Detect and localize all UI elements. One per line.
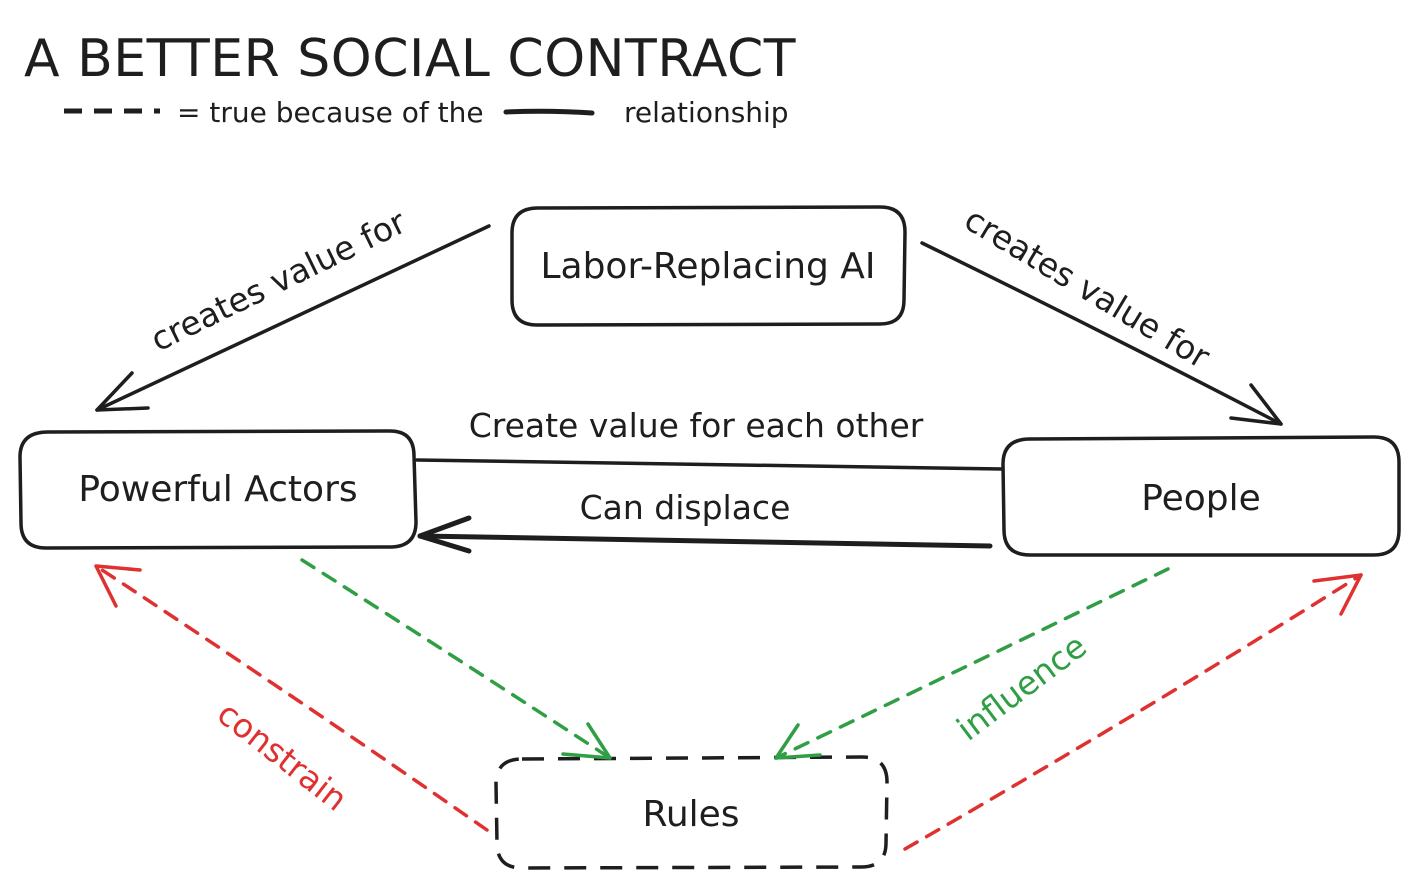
edge-label-displace: Can displace	[580, 488, 791, 527]
arrow-head	[94, 564, 142, 608]
arrow-head	[95, 371, 150, 412]
arrow-head	[561, 722, 612, 760]
legend: = true because of the relationship	[64, 96, 789, 129]
arrow-line	[920, 241, 1283, 426]
arrow-line	[94, 564, 489, 832]
node-label-actors: Powerful Actors	[78, 469, 357, 510]
node-label-rules: Rules	[642, 794, 739, 835]
arrow-head	[1229, 383, 1283, 426]
mutual-line	[415, 458, 1004, 471]
node-label-people: People	[1141, 478, 1261, 519]
arrow-head	[1312, 573, 1363, 616]
arrow-head	[774, 723, 822, 760]
legend-text-after: relationship	[624, 96, 789, 129]
edge-label-constrain: constrain	[210, 694, 355, 819]
edge-mutual: Create value for each other	[415, 406, 1004, 471]
arrow-line	[95, 224, 491, 412]
arrow-line	[417, 533, 993, 549]
node-people: People	[1001, 435, 1401, 557]
edge-label-mutual: Create value for each other	[469, 406, 924, 445]
arrow-line	[774, 567, 1170, 760]
edge-displace: Can displace	[417, 488, 993, 554]
arrow-line	[300, 558, 612, 760]
arrow-line	[903, 573, 1363, 851]
node-box	[494, 755, 889, 870]
node-labor-replacing-ai: Labor-Replacing AI	[510, 205, 907, 327]
arrow-head	[417, 515, 472, 554]
node-box	[18, 429, 418, 550]
node-box	[510, 205, 907, 327]
edge-ai-to-people: creates value for	[920, 199, 1283, 426]
legend-solid-line	[503, 108, 595, 116]
node-label-ai: Labor-Replacing AI	[540, 246, 875, 287]
diagram-title: A BETTER SOCIAL CONTRACT	[24, 29, 796, 89]
node-rules: Rules	[494, 755, 889, 870]
edge-ai-to-actors: creates value for	[95, 202, 491, 412]
node-box	[1001, 435, 1401, 557]
edge-rules-constrain-actors: constrain	[94, 564, 489, 832]
edge-label-influence: influence	[949, 626, 1093, 748]
edge-label-ai-to-people: creates value for	[958, 199, 1217, 376]
node-powerful-actors: Powerful Actors	[18, 429, 418, 550]
legend-text-before: = true because of the	[177, 96, 484, 129]
edge-rules-constrain-people	[903, 573, 1363, 851]
edge-actors-influence-rules	[300, 558, 612, 760]
